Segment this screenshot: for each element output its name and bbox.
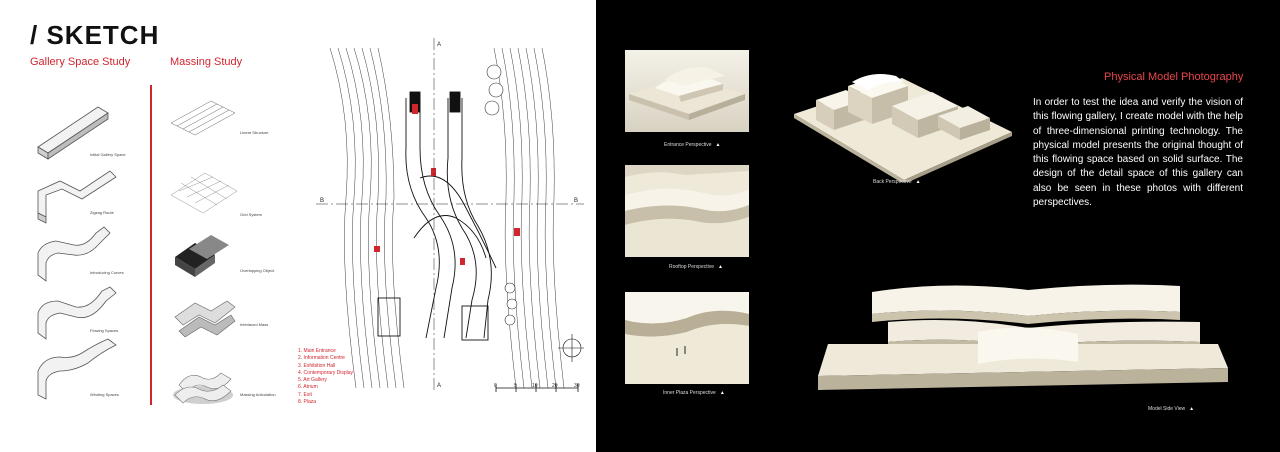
model-photography-page: Entrance Perspective▲ Rooftop Perspectiv…	[596, 0, 1280, 452]
inner-plaza-caption: Inner Plaza Perspective▲	[663, 390, 725, 396]
massing-step-label: Overlapping Object	[240, 268, 275, 273]
massing-study-diagrams	[170, 100, 238, 404]
caption-marker-icon: ▲	[915, 179, 921, 185]
caption-marker-icon: ▲	[715, 142, 721, 148]
scale-label: 30	[574, 383, 580, 389]
caption-marker-icon: ▲	[719, 390, 725, 396]
section-heading: Physical Model Photography	[1104, 71, 1244, 83]
caption-text: Inner Plaza Perspective	[663, 390, 716, 396]
legend-item: 7. Exit	[298, 391, 312, 398]
caption-marker-icon: ▲	[1189, 406, 1195, 412]
sketch-page: / SKETCH Gallery Space Study Massing Stu…	[0, 0, 596, 452]
entrance-perspective-photo	[625, 50, 749, 132]
axis-mark-left: B	[320, 198, 324, 204]
caption-marker-icon: ▲	[718, 264, 723, 270]
inner-plaza-perspective-photo	[625, 292, 749, 384]
back-perspective-model	[794, 74, 1012, 182]
legend-item: 8. Plaza	[298, 399, 317, 406]
legend-item: 1. Main Entrance	[298, 348, 336, 354]
massing-step-label: Linear Structure	[240, 130, 269, 135]
scale-label: 5	[514, 383, 517, 389]
gallery-step-label: Zigzag Route	[90, 210, 114, 215]
caption-text: Model Side View	[1148, 406, 1186, 412]
divider-line	[150, 85, 152, 405]
gallery-step-label: Initial Gallery Space	[90, 152, 126, 157]
gallery-step-label: Winding Spaces	[90, 392, 119, 397]
legend-item: 6. Atrium	[298, 384, 318, 391]
massing-step-label: Interlaced Mass	[240, 322, 269, 327]
legend-item: 4. Contemporary Display	[298, 369, 354, 376]
plan-legend: 1. Main Entrance 2. Information Centre 3…	[298, 348, 353, 406]
massing-step-label: Grid System	[240, 212, 263, 217]
scale-label: 0	[494, 383, 497, 389]
legend-item: 3. Exhibition Hall	[298, 362, 336, 369]
page-title: / SKETCH	[30, 20, 160, 50]
legend-item: 5. Art Gallery	[298, 377, 327, 384]
rooftop-perspective-photo	[625, 165, 749, 257]
section-mark-bottom: A	[437, 383, 441, 389]
back-caption: Back Perspective▲	[873, 179, 921, 185]
gallery-step-label: Flowing Spaces	[90, 328, 119, 333]
entrance-caption: Entrance Perspective▲	[664, 142, 720, 148]
caption-text: Back Perspective	[873, 179, 912, 185]
gallery-space-heading: Gallery Space Study	[30, 56, 131, 68]
description-paragraph: In order to test the idea and verify the…	[1033, 97, 1243, 209]
scale-label: 10	[532, 383, 538, 389]
rooftop-caption: Rooftop Perspective▲	[669, 264, 723, 270]
scale-label: 20	[552, 383, 558, 389]
massing-study-heading: Massing Study	[170, 56, 243, 68]
site-plan-sketch: A A B B	[316, 38, 584, 393]
axis-mark-right: B	[574, 198, 578, 204]
gallery-space-diagrams	[37, 106, 117, 400]
massing-step-label: Massing Articulation	[240, 392, 276, 397]
model-side-view	[818, 284, 1228, 390]
legend-item: 2. Information Centre	[298, 355, 345, 362]
gallery-step-label: Introducing Curves	[90, 270, 124, 275]
caption-text: Entrance Perspective	[664, 142, 712, 148]
caption-text: Rooftop Perspective	[669, 264, 715, 270]
side-view-caption: Model Side View▲	[1148, 406, 1194, 412]
section-mark-top: A	[437, 42, 441, 48]
